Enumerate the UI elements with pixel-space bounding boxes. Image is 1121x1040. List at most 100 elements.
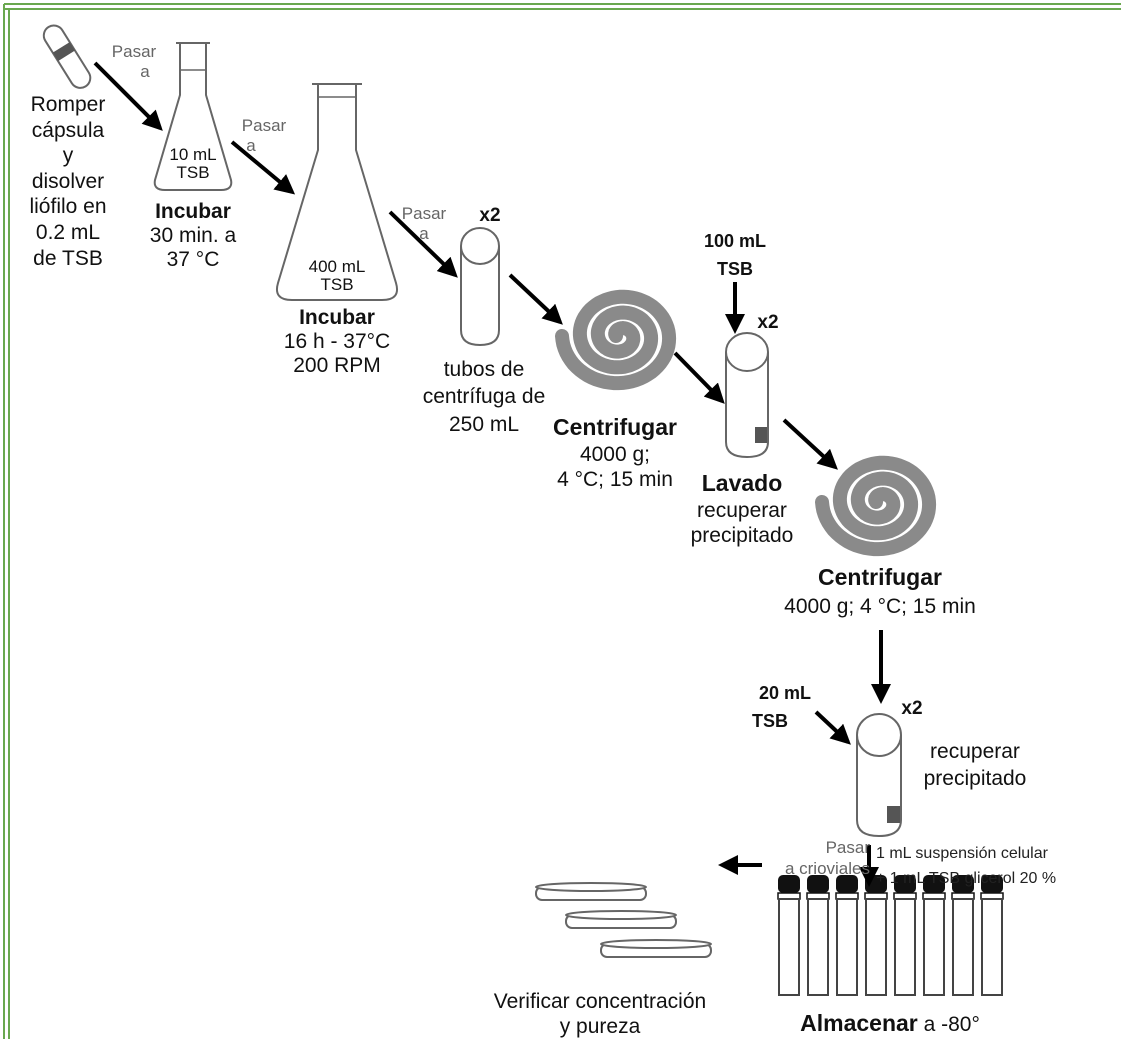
resuspend-tube-icon — [856, 713, 902, 838]
resuspend-reagent-medium: TSB — [752, 710, 788, 731]
tubes-label: tubos de centrífuga de 250 mL — [414, 356, 554, 438]
resuspend-multiplier: x2 — [901, 698, 923, 719]
wash-detail-line1: recuperar — [697, 498, 787, 522]
large-flask-detail: 16 h - 37°C — [283, 330, 391, 354]
verify-step: Verificar concentración y pureza — [460, 990, 740, 1040]
cryo-transfer-label: Pasar a crioviales — [740, 837, 870, 880]
arrow-ampoule-to-flask — [93, 61, 163, 131]
cryovial-icon — [951, 875, 975, 996]
arrow-flask-to-tube — [388, 210, 458, 278]
centrifuge-tube-250-icon — [460, 227, 500, 347]
small-flask-action: Incubar — [155, 200, 231, 223]
cryovial-row — [777, 875, 1004, 996]
centrifuge-1-step: Centrifugar 4000 g; 4 °C; 15 min — [530, 414, 700, 492]
cryovial-icon — [864, 875, 888, 996]
resuspend-reagent-volume: 20 mL — [758, 683, 812, 703]
wash-step: Lavado recuperar precipitado — [672, 470, 812, 548]
transfer-2-line2: a — [246, 135, 256, 155]
small-flask-step: Incubar 30 min. a 37 °C — [138, 200, 248, 272]
wash-action: Lavado — [701, 470, 783, 496]
ampoule-line: Romper — [30, 93, 106, 116]
ampoule-line: liófilo en — [29, 195, 107, 219]
cryovial-icon — [835, 875, 859, 996]
wash-reagent-volume: 100 mL — [703, 231, 767, 251]
wash-reagent: 100 mL TSB — [690, 228, 780, 284]
small-flask-medium: TSB — [176, 162, 210, 182]
arrow-flask-to-large-flask — [230, 140, 296, 195]
cryo-mix-line1: 1 mL suspensión celular — [876, 845, 1048, 862]
small-flask-content: 10 mL TSB — [158, 146, 228, 182]
cryovial-icon — [806, 875, 830, 996]
arrow-wash-to-centrifuge — [782, 418, 838, 470]
ampoule-instructions: Romper cápsula y disolver liófilo en 0.2… — [18, 92, 118, 271]
transfer-label-1: Pasar a — [104, 42, 164, 81]
resuspend-detail-line1: recuperar — [930, 740, 1020, 763]
centrifuge-2-action: Centrifugar — [818, 564, 942, 590]
store-step: Almacenar a -80° — [770, 1010, 1010, 1037]
flow-arrows — [93, 61, 891, 887]
store-temperature: a -80° — [917, 1013, 980, 1036]
verify-line2: y pureza — [559, 1014, 641, 1038]
ampoule-line: y — [62, 144, 74, 168]
tubes-multiplier: x2 — [479, 205, 501, 226]
cryo-mix-label: 1 mL suspensión celular + 1 mL TSB glice… — [876, 842, 1116, 892]
diagram-frame — [3, 3, 1121, 1039]
small-flask-volume: 10 mL — [169, 145, 217, 164]
transfer-2-line1: Pasar — [241, 116, 287, 135]
large-flask-icon — [276, 83, 398, 301]
resuspend-detail: recuperar precipitado — [905, 738, 1045, 793]
petri-dish-icon — [535, 882, 712, 958]
petri-dish-3 — [600, 939, 712, 958]
tubes-label-line1: tubos de — [443, 358, 525, 381]
ampoule-line: disolver — [31, 169, 105, 193]
centrifuge-2-conditions: 4000 g; 4 °C; 15 min — [784, 595, 976, 619]
centrifuge-1-conditions: 4 °C; 15 min — [557, 467, 673, 491]
cryo-transfer-line1: Pasar — [825, 838, 870, 857]
transfer-label-3: Pasar a — [394, 204, 454, 243]
tubes-label-line2: centrífuga de — [422, 385, 546, 409]
transfer-3-line2: a — [419, 223, 429, 243]
transfer-1-line1: Pasar — [111, 42, 157, 61]
small-flask-icon — [153, 42, 233, 191]
wash-reagent-medium: TSB — [717, 258, 753, 279]
resuspend-reagent: 20 mL TSB — [740, 680, 830, 736]
cryovial-icon — [980, 875, 1004, 996]
ampoule-icon — [42, 24, 92, 89]
centrifuge-2-step: Centrifugar 4000 g; 4 °C; 15 min — [730, 562, 1030, 621]
wash-tube-icon — [725, 332, 769, 459]
large-flask-volume: 400 mL — [308, 257, 366, 276]
petri-dish-2 — [565, 910, 677, 929]
wash-detail-line2: precipitado — [690, 523, 794, 547]
cryovial-icon — [777, 875, 801, 996]
arrow-reagent-to-resuspend — [814, 710, 851, 745]
small-flask-detail: 30 min. a — [149, 224, 237, 248]
ampoule-line: de TSB — [33, 246, 103, 270]
arrow-centrifuge-to-wash — [673, 351, 725, 404]
cryo-transfer-line2: a crioviales — [784, 859, 870, 879]
verify-line1: Verificar concentración — [493, 990, 707, 1013]
store-action: Almacenar — [800, 1010, 918, 1036]
resuspend-detail-line2: precipitado — [923, 767, 1027, 791]
large-flask-medium: TSB — [320, 274, 354, 294]
transfer-label-2: Pasar a — [234, 116, 294, 155]
cryovial-icon — [893, 875, 917, 996]
transfer-3-line1: Pasar — [401, 204, 447, 223]
centrifuge-spiral-1-icon — [555, 289, 677, 391]
transfer-1-line2: a — [140, 61, 150, 81]
large-flask-speed: 200 RPM — [293, 354, 381, 378]
large-flask-step: Incubar 16 h - 37°C 200 RPM — [272, 306, 402, 378]
centrifuge-spiral-2-icon — [815, 455, 937, 557]
cryovial-icon — [922, 875, 946, 996]
cryo-mix-line2: + 1 mL TSB glicerol 20 % — [876, 869, 1057, 887]
petri-dish-1 — [535, 882, 647, 901]
large-flask-action: Incubar — [299, 306, 375, 329]
ampoule-line: cápsula — [31, 118, 105, 142]
centrifuge-1-action: Centrifugar — [553, 414, 677, 440]
arrow-tube-to-centrifuge — [508, 273, 563, 325]
centrifuge-1-speed: 4000 g; — [579, 442, 651, 466]
large-flask-content: 400 mL TSB — [292, 258, 382, 294]
wash-multiplier: x2 — [757, 312, 779, 333]
tubes-label-line3: 250 mL — [448, 412, 520, 436]
